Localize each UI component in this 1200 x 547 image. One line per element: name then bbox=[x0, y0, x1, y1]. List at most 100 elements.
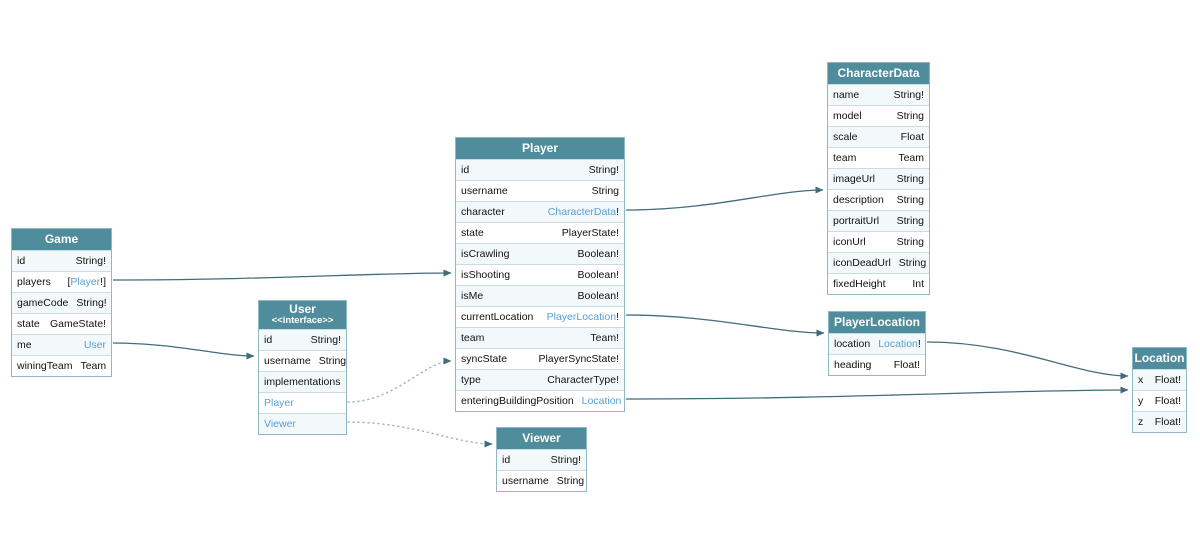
type-text: String bbox=[896, 236, 924, 248]
table-header-User[interactable]: User<<interface>> bbox=[259, 301, 346, 329]
field-name: team bbox=[461, 332, 485, 344]
field-type: String bbox=[557, 475, 584, 487]
implementation-link-Player[interactable]: Player bbox=[264, 397, 294, 409]
type-text: String! bbox=[75, 255, 106, 267]
type-text: String bbox=[556, 475, 585, 487]
type-text: Boolean! bbox=[577, 290, 619, 302]
field-name: username bbox=[461, 185, 508, 197]
type-text: Float! bbox=[1154, 416, 1181, 428]
field-name: id bbox=[264, 334, 273, 346]
edge-Game.me-to-User bbox=[112, 342, 255, 360]
field-type: String! bbox=[76, 297, 106, 309]
field-type: String! bbox=[76, 255, 106, 267]
type-link-PlayerLocation[interactable]: PlayerLocation bbox=[546, 311, 617, 323]
type-link-Location[interactable]: Location bbox=[581, 395, 622, 407]
table-header-Player[interactable]: Player bbox=[456, 138, 624, 159]
field-type: Boolean! bbox=[578, 290, 619, 302]
type-text: String bbox=[591, 185, 619, 197]
field-type: User bbox=[84, 339, 106, 351]
table-header-Location[interactable]: Location bbox=[1133, 348, 1186, 369]
row-label: implementations bbox=[264, 376, 341, 388]
field-type: String bbox=[897, 215, 924, 227]
field-row-Player-syncState: syncState PlayerSyncState! bbox=[456, 348, 624, 369]
field-type: [Player!] bbox=[67, 276, 106, 288]
type-text: PlayerSyncState! bbox=[538, 353, 619, 365]
type-link-User[interactable]: User bbox=[83, 339, 106, 351]
field-name: enteringBuildingPosition bbox=[461, 395, 574, 407]
field-row-Player-isMe: isMe Boolean! bbox=[456, 285, 624, 306]
type-link-CharacterData[interactable]: CharacterData bbox=[547, 206, 617, 218]
table-header-Game[interactable]: Game bbox=[12, 229, 111, 250]
edge-User.Viewer-to-Viewer bbox=[347, 421, 493, 448]
field-type: Team bbox=[80, 360, 106, 372]
field-name: model bbox=[833, 110, 862, 122]
field-name: id bbox=[17, 255, 26, 267]
table-header-Viewer[interactable]: Viewer bbox=[497, 428, 586, 449]
field-name: id bbox=[502, 454, 511, 466]
type-link-Player[interactable]: Player bbox=[70, 276, 101, 288]
field-row-Game-players: players [Player!] bbox=[12, 271, 111, 292]
table-title: Location bbox=[1134, 350, 1185, 365]
field-name: players bbox=[17, 276, 51, 288]
table-header-PlayerLocation[interactable]: PlayerLocation bbox=[829, 312, 925, 333]
type-text: Float! bbox=[893, 359, 920, 371]
table-title: CharacterData bbox=[837, 65, 920, 80]
field-name: username bbox=[264, 355, 311, 367]
field-name: z bbox=[1138, 416, 1144, 428]
field-name: isMe bbox=[461, 290, 484, 302]
field-type: String! bbox=[894, 89, 924, 101]
edge-Game.players-to-Player bbox=[112, 269, 452, 281]
field-name: scale bbox=[833, 131, 858, 143]
type-text: String! bbox=[893, 89, 924, 101]
implementation-row-User-Viewer: Viewer bbox=[259, 413, 346, 434]
implementation-link-Viewer[interactable]: Viewer bbox=[264, 418, 296, 430]
table-title: Viewer bbox=[522, 430, 561, 445]
type-link-Location[interactable]: Location bbox=[878, 338, 918, 350]
field-name: type bbox=[461, 374, 481, 386]
edge-Player.enteringBuildingPosition-to-Location bbox=[625, 386, 1129, 400]
type-text: ! bbox=[616, 206, 619, 218]
type-text: Boolean! bbox=[577, 269, 619, 281]
field-row-CharacterData-portraitUrl: portraitUrl String bbox=[828, 210, 929, 231]
field-type: PlayerState! bbox=[562, 227, 619, 239]
edge-Player.currentLocation-to-PlayerLocation bbox=[625, 314, 825, 337]
type-text: Int bbox=[912, 278, 924, 290]
field-name: me bbox=[17, 339, 32, 351]
table-subtitle: <<interface>> bbox=[271, 315, 334, 327]
table-title: PlayerLocation bbox=[833, 314, 921, 329]
type-text: Boolean! bbox=[577, 248, 619, 260]
type-text: Float! bbox=[1154, 395, 1181, 407]
field-name: portraitUrl bbox=[833, 215, 880, 227]
implementation-row-User-Player: Player bbox=[259, 392, 346, 413]
type-text: Team bbox=[898, 152, 924, 164]
field-type: Float! bbox=[1155, 416, 1181, 428]
field-name: description bbox=[833, 194, 884, 206]
field-row-User-id: id String! bbox=[259, 329, 346, 350]
edge-PlayerLocation.location-to-Location bbox=[926, 341, 1129, 380]
type-text: String bbox=[896, 215, 924, 227]
table-header-CharacterData[interactable]: CharacterData bbox=[828, 63, 929, 84]
field-type: GameState! bbox=[50, 318, 106, 330]
field-name: syncState bbox=[461, 353, 508, 365]
field-name: iconUrl bbox=[833, 236, 866, 248]
field-type: String! bbox=[311, 334, 341, 346]
edge-User.Player-to-Player bbox=[347, 357, 452, 403]
field-type: Float! bbox=[1155, 374, 1181, 386]
field-type: PlayerLocation! bbox=[547, 311, 619, 323]
field-type: Float! bbox=[1155, 395, 1181, 407]
